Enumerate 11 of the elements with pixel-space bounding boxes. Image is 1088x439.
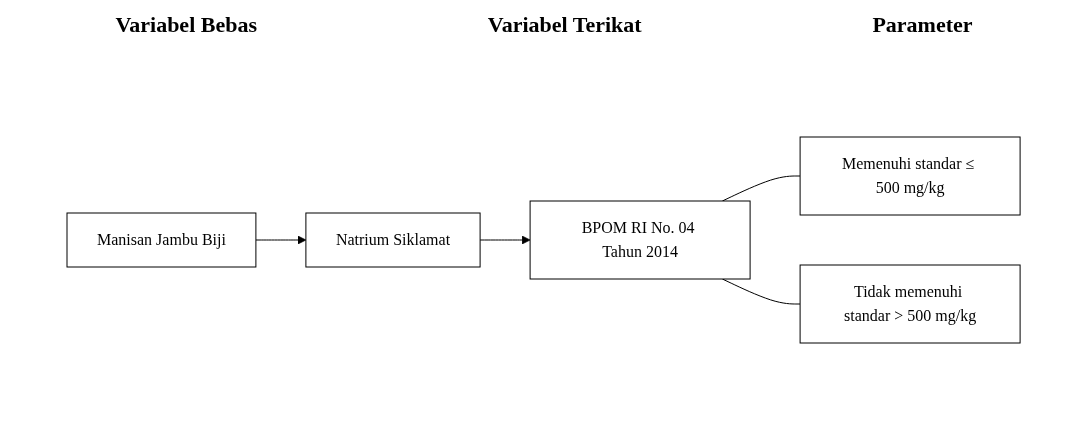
connector bbox=[722, 175, 802, 202]
arrow bbox=[255, 235, 307, 245]
arrow bbox=[480, 235, 531, 245]
node-box: Tidak memenuhi standar > 500 mg/kg bbox=[800, 264, 1022, 344]
node-box: Natrium Siklamat bbox=[305, 212, 482, 268]
node-box: Memenuhi standar ≤ 500 mg/kg bbox=[800, 136, 1022, 216]
column-heading: Variabel Terikat bbox=[487, 12, 642, 38]
column-heading: Variabel Bebas bbox=[115, 12, 257, 38]
node-box: Manisan Jambu Biji bbox=[66, 212, 257, 268]
node-box: BPOM RI No. 04 Tahun 2014 bbox=[530, 200, 752, 280]
column-heading: Parameter bbox=[872, 12, 973, 38]
